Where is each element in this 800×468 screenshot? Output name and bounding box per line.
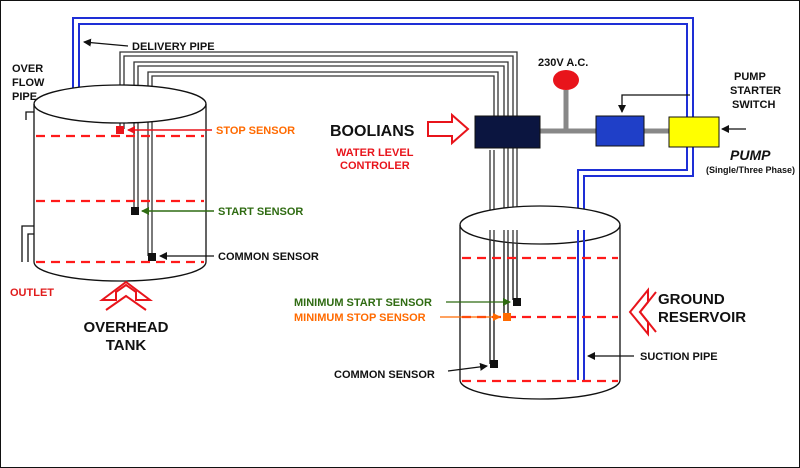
starter-pointer bbox=[618, 94, 690, 113]
controller-label-line-1: WATER LEVEL bbox=[336, 147, 414, 159]
controller-pointer-arrow bbox=[427, 112, 470, 146]
reservoir-level-lines bbox=[462, 256, 618, 383]
ground-reservoir-label-line-2: RESERVOIR bbox=[658, 309, 746, 326]
delivery-pipe-label: DELIVERY PIPE bbox=[132, 41, 215, 53]
pump-label: PUMP bbox=[730, 147, 771, 163]
water-level-controller-box bbox=[474, 115, 541, 149]
overflow-label-line-3: PIPE bbox=[12, 91, 37, 103]
supply-label: 230V A.C. bbox=[538, 57, 588, 69]
overhead-tank-label-line-1: OVERHEAD bbox=[83, 319, 168, 336]
delivery-pipe bbox=[72, 17, 694, 118]
outlet-label: OUTLET bbox=[10, 287, 54, 299]
starter-label-line-2: STARTER bbox=[730, 85, 781, 97]
pump-phase-label: (Single/Three Phase) bbox=[706, 165, 795, 175]
stop-sensor bbox=[116, 126, 124, 134]
pump-starter-box bbox=[595, 115, 645, 147]
overflow-pipe-stub bbox=[25, 111, 34, 120]
outlet-pipe bbox=[21, 225, 34, 262]
minimum-stop-sensor bbox=[503, 313, 511, 321]
overflow-label-line-1: OVER bbox=[12, 63, 43, 75]
overhead-level-lines bbox=[36, 134, 204, 264]
overhead-tank-label-line-2: TANK bbox=[106, 337, 147, 354]
minimum-start-sensor-label: MINIMUM START SENSOR bbox=[294, 297, 432, 309]
common-sensor-reservoir bbox=[490, 360, 498, 368]
common-sensor-top-label: COMMON SENSOR bbox=[218, 251, 319, 263]
common-sensor-bottom-label: COMMON SENSOR bbox=[334, 369, 435, 381]
common-sensor-overhead bbox=[148, 253, 156, 261]
minimum-stop-sensor-label: MINIMUM STOP SENSOR bbox=[294, 312, 426, 324]
common-sensor-bottom-pointer bbox=[447, 362, 488, 372]
pump-box bbox=[668, 116, 720, 148]
start-sensor bbox=[131, 207, 139, 215]
start-sensor-label: START SENSOR bbox=[218, 206, 303, 218]
suction-pipe bbox=[577, 142, 694, 380]
delivery-pipe-pointer bbox=[83, 38, 129, 47]
ground-reservoir bbox=[459, 205, 621, 400]
starter-label-line-1: PUMP bbox=[734, 71, 766, 83]
stop-sensor-label: STOP SENSOR bbox=[216, 125, 295, 137]
starter-label-line-3: SWITCH bbox=[732, 99, 775, 111]
sensor-wires-inner bbox=[489, 230, 518, 364]
overflow-label-line-2: FLOW bbox=[12, 77, 45, 89]
ac-supply-bulb bbox=[553, 70, 579, 90]
suction-pipe-label: SUCTION PIPE bbox=[640, 351, 718, 363]
overhead-tank-arrow bbox=[99, 280, 153, 301]
controller-label-line-2: CONTROLER bbox=[340, 160, 410, 172]
brand-label: BOOLIANS bbox=[330, 123, 415, 140]
suction-pipe-inner bbox=[577, 230, 585, 380]
overhead-tank bbox=[33, 84, 207, 282]
minimum-start-sensor bbox=[513, 298, 521, 306]
ground-reservoir-label-line-1: GROUND bbox=[658, 291, 725, 308]
